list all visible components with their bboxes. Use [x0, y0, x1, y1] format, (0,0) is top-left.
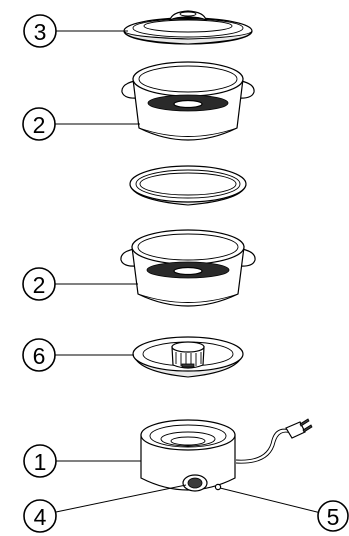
callout-label: 2: [33, 272, 46, 298]
callout-label: 4: [34, 504, 47, 530]
base: [140, 418, 313, 492]
callout-switch: 4: [23, 499, 57, 533]
callout-base: 1: [23, 444, 57, 478]
callout-indicator-light: 5: [317, 500, 349, 532]
callout-label: 2: [33, 112, 46, 138]
leader-lines: [55, 30, 322, 514]
callout-lid: 3: [23, 14, 57, 48]
callout-upper-steamer-basket: 2: [22, 107, 56, 141]
callout-label: 3: [34, 19, 47, 45]
callout-lower-steamer-basket: 2: [22, 267, 56, 301]
sealing-ring: [129, 165, 247, 206]
lower-steamer-basket: [120, 229, 256, 307]
leader-indicator-light: [219, 487, 322, 514]
callout-label: 1: [34, 449, 47, 475]
leader-switch: [55, 484, 187, 513]
upper-steamer-basket: [121, 61, 255, 141]
callout-label: 5: [327, 504, 340, 530]
callout-label: 6: [33, 343, 46, 369]
tray: [132, 336, 244, 378]
lid: [123, 10, 253, 45]
callout-tray: 6: [22, 338, 56, 372]
